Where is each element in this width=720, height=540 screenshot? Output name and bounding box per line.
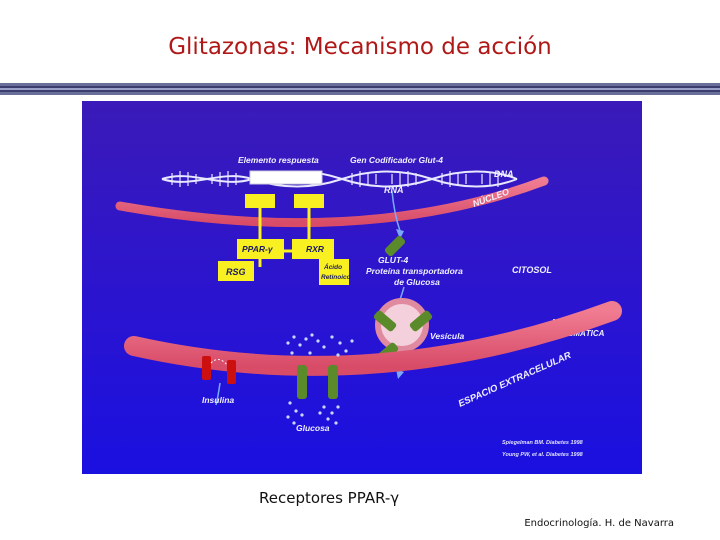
diagram-background: [82, 101, 642, 474]
membrane-label-2: PLASMÁTICA: [552, 329, 605, 338]
rxr-label: RXR: [306, 244, 325, 254]
response-element-block: [249, 170, 323, 185]
reference-1: Spiegelman BM. Diabetes 1998: [502, 440, 584, 446]
glucose-label: Glucosa: [296, 423, 330, 433]
plasma-membrane: [124, 301, 622, 376]
mechanism-diagram: Elemento respuesta Gen Codificador Glut-…: [82, 101, 642, 474]
vesicle: [373, 298, 433, 364]
rsg-label: RSG: [226, 267, 246, 277]
dna-label: DNA: [494, 169, 514, 179]
membrane-glut4-1: [297, 365, 307, 399]
cytosol-label: CITOSOL: [512, 265, 552, 275]
footer-credit: Endocrinología. H. de Navarra: [524, 518, 674, 529]
rna-label: RNA: [384, 185, 404, 195]
dna-helix: [161, 170, 518, 188]
transporter-label-2: de Glucosa: [394, 277, 440, 287]
receptor-complex: [218, 194, 349, 285]
response-element-label: Elemento respuesta: [238, 155, 319, 165]
figure-caption: Receptores PPAR-γ: [259, 489, 400, 507]
ppar-label: PPAR-γ: [242, 244, 274, 254]
title-divider: [0, 83, 720, 95]
glut4-label: GLUT-4: [378, 255, 408, 265]
glut4-protein: [384, 235, 406, 257]
membrane-glut4-2: [328, 365, 338, 399]
insulin-label: Insulina: [202, 395, 234, 405]
slide-title: Glitazonas: Mecanismo de acción: [168, 34, 552, 60]
nuclear-membrane: [115, 176, 549, 228]
reference-2: Young PW, et al. Diabetes 1998: [502, 452, 584, 458]
vesicle-label: Vesícula: [430, 331, 464, 341]
transporter-label-1: Proteína transportadora: [366, 266, 463, 276]
insulin-receptor: [202, 356, 236, 384]
insulin-arrow: [215, 382, 221, 406]
rna-arrow: [391, 190, 401, 232]
gene-label: Gen Codificador Glut-4: [350, 155, 443, 165]
retinoic-acid-label-2: Retinoico: [321, 274, 351, 281]
glucose-molecules: [286, 333, 354, 425]
retinoic-acid-label-1: Ácido: [323, 262, 342, 271]
